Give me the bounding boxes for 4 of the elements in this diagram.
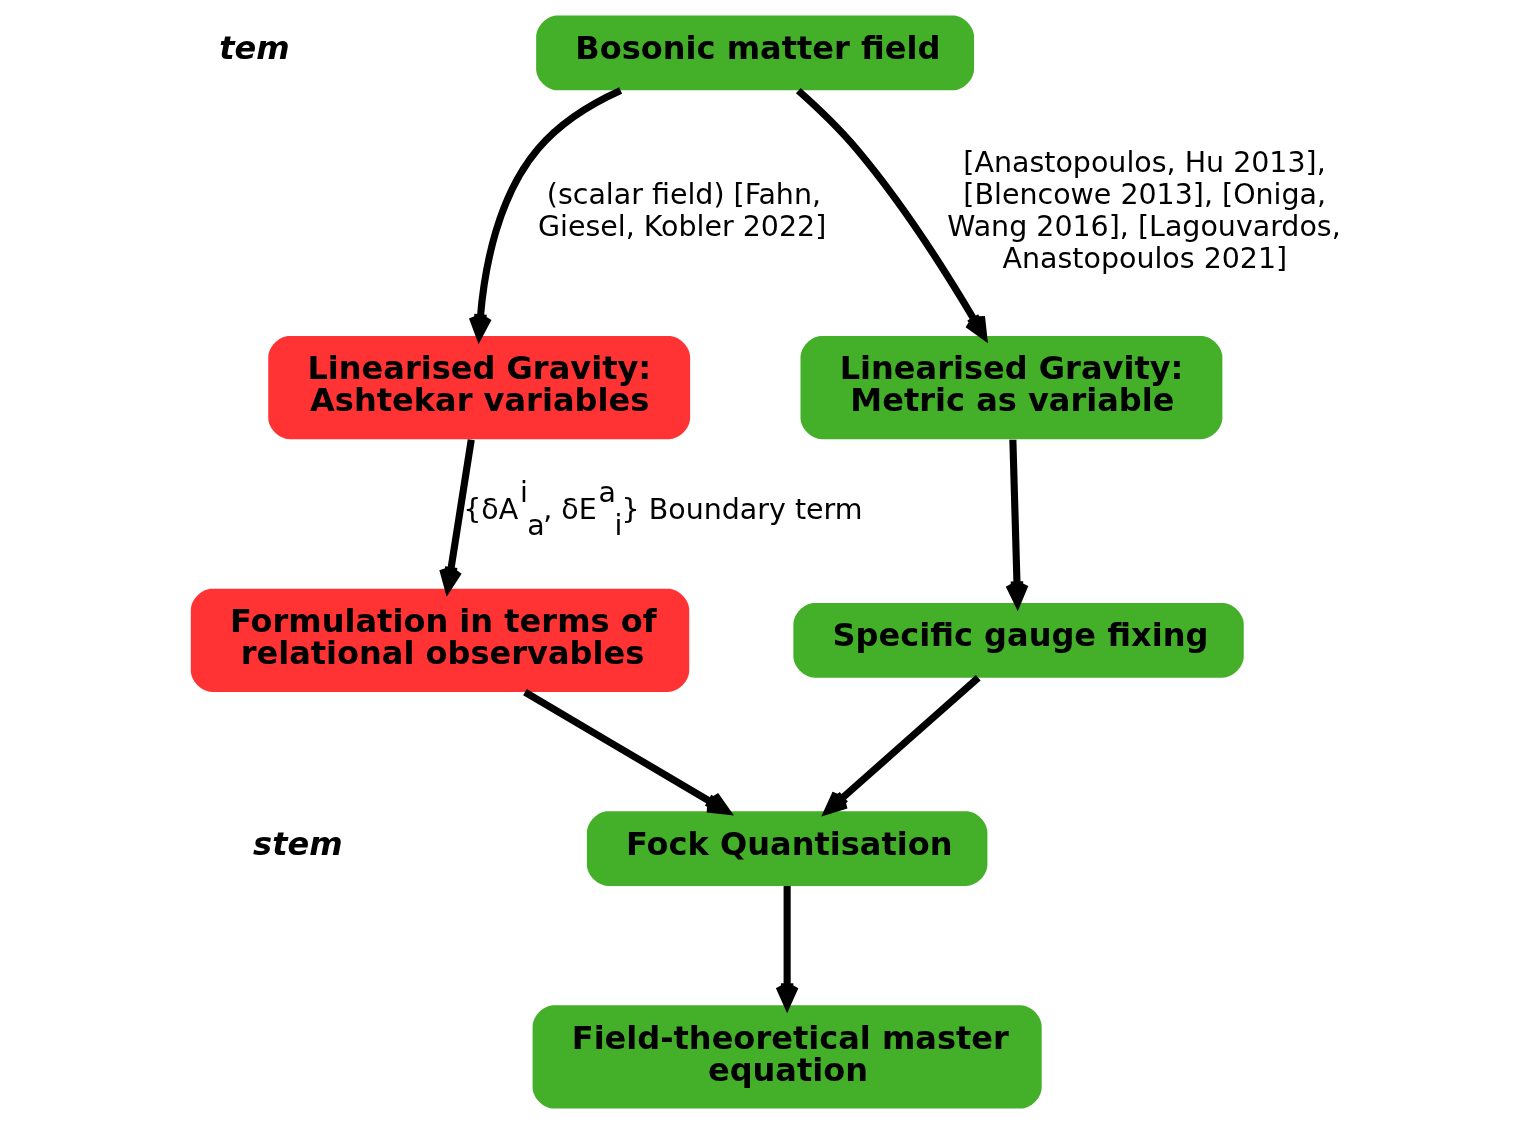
edge-label: [Anastopoulos, Hu 2013], [Blencowe 2013], [Oniga, Wang 2016], [Lagouvardos, Anastopoulos 2021] [946,145,1341,275]
label: stem [252,824,343,863]
label: tem [218,28,290,67]
edge-label: (scalar field) [Fahn, Giesel, Kobler 2022] [537,177,826,243]
